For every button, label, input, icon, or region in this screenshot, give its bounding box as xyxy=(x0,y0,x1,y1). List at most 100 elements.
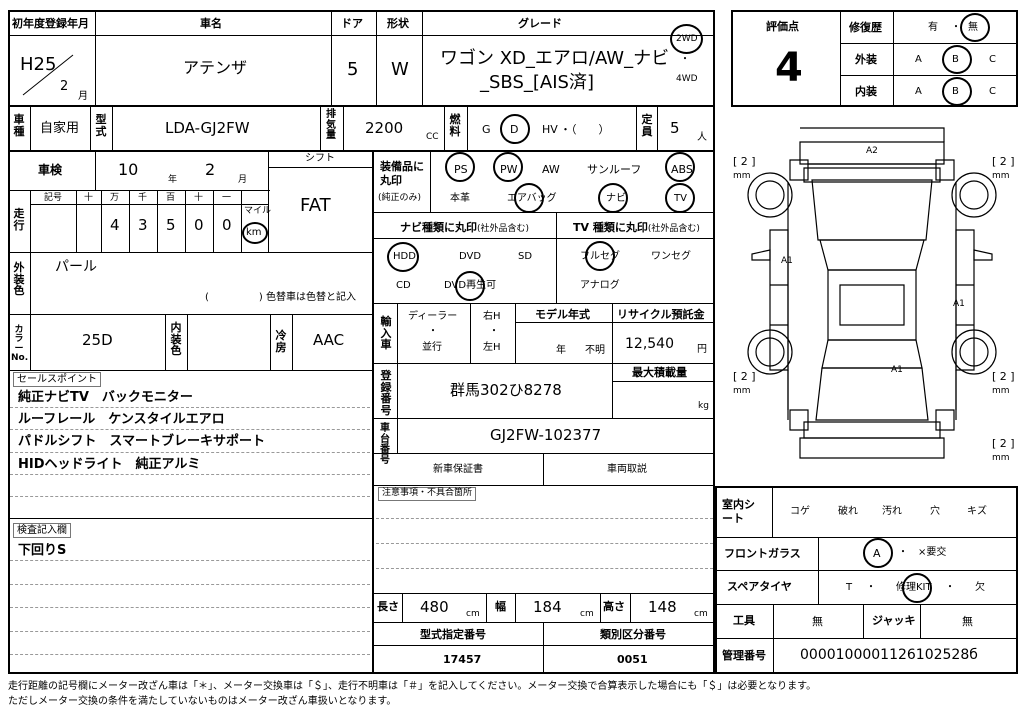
color-no-label: カラーNo. xyxy=(11,325,29,364)
inspection-year-unit: 年 xyxy=(168,175,178,185)
use-value: 自家用 xyxy=(40,121,80,136)
fuel-d-circle xyxy=(500,114,530,144)
fuel-other: ・（ ） xyxy=(560,123,610,136)
repair-dot: ・ xyxy=(951,22,961,33)
seat-label: 室内シート xyxy=(722,498,755,526)
tire-fr-value: [ 2 ] xyxy=(992,155,1015,168)
tire-rl-unit: mm xyxy=(733,386,751,396)
km-circle xyxy=(242,222,268,244)
height-label: 高さ xyxy=(603,600,625,613)
sales-line-1: ルーフレール ケンスタイルエアロ xyxy=(18,412,225,427)
tv-title: TV 種類に丸印(社外品含む) xyxy=(573,221,700,234)
fuel-hv: HV xyxy=(542,123,558,136)
digit-1: 3 xyxy=(138,216,148,234)
shift-value: FAT xyxy=(300,195,331,216)
import-right-h: 右H xyxy=(483,311,501,322)
tire-spare-unit: mm xyxy=(992,453,1010,463)
kg-unit: kg xyxy=(698,401,709,411)
ac-label: 冷房 xyxy=(275,329,287,354)
interior-label: 内装 xyxy=(855,85,877,98)
shape-label: 形状 xyxy=(387,17,409,30)
manual-label: 車両取説 xyxy=(607,464,647,475)
height-value: 148 xyxy=(648,598,677,616)
sales-line-2: パドルシフト スマートブレーキサポート xyxy=(18,434,266,449)
exterior-c: C xyxy=(989,54,996,65)
inspection-month: 2 xyxy=(205,160,216,179)
tv-analog: アナログ xyxy=(580,280,620,291)
spare-label: スペアタイヤ xyxy=(727,580,792,593)
main-sheet xyxy=(8,10,715,674)
mile-label: マイル xyxy=(244,206,272,216)
capacity-value: 5 xyxy=(670,119,680,137)
warranty-label: 新車保証書 xyxy=(433,464,483,475)
shift-label: シフト xyxy=(305,153,335,164)
equip-pw-circle xyxy=(493,152,523,182)
car-damage-diagram xyxy=(747,127,997,459)
tv-fullseg-circle xyxy=(585,241,615,271)
windshield-other: ・ ×要交 xyxy=(898,547,947,558)
mark-a1-left: A1 xyxy=(781,256,793,266)
spare-kit-circle xyxy=(902,573,932,603)
digit-label-2: 千 xyxy=(138,193,148,203)
recycle-value: 12,540 xyxy=(625,336,674,352)
import-dot-2: ・ xyxy=(489,326,499,337)
windshield-label: フロントガラス xyxy=(724,547,801,560)
equip-navi-circle xyxy=(598,183,628,213)
first-reg-era: H25 xyxy=(20,54,57,75)
interior-color-label: 内装色 xyxy=(170,321,182,358)
tv-oneseg: ワンセグ xyxy=(651,251,691,262)
equip-abs-circle xyxy=(665,152,695,182)
navi-sd: SD xyxy=(518,251,533,262)
tire-fl-unit: mm xyxy=(733,171,751,181)
fuel-label: 燃料 xyxy=(449,113,461,138)
tools-value: 無 xyxy=(812,615,823,628)
drive-4wd: 4WD xyxy=(676,74,698,84)
first-reg-label: 初年度登録年月 xyxy=(12,17,89,30)
spare-t: T xyxy=(846,582,853,593)
inspection-notes-line-0: 下回りS xyxy=(18,543,67,558)
tire-rr-unit: mm xyxy=(992,386,1010,396)
car-name: アテンザ xyxy=(183,58,248,77)
capacity-label: 定員 xyxy=(641,113,653,138)
length-unit: cm xyxy=(466,609,480,619)
shape-value: W xyxy=(391,59,409,80)
ext-color-value: パール xyxy=(55,259,97,275)
interior-box xyxy=(715,486,1018,674)
import-label: 輸入車 xyxy=(380,315,392,352)
navi-dvd-play-circle xyxy=(455,271,485,301)
import-dot: ・ xyxy=(428,326,438,337)
equipment-label-note: (純正のみ) xyxy=(378,193,422,203)
digit-label-5: 一 xyxy=(222,193,232,203)
equip-ps-circle xyxy=(445,152,475,182)
rating-box xyxy=(731,10,1018,107)
equip-aw: AW xyxy=(542,163,560,176)
length-label: 長さ xyxy=(377,600,399,613)
first-reg-month-unit: 月 xyxy=(78,91,88,102)
equip-leather: 本革 xyxy=(450,193,470,204)
height-unit: cm xyxy=(694,609,708,619)
class-no-label: 類別区分番号 xyxy=(600,628,666,641)
width-unit: cm xyxy=(580,609,594,619)
digit-0: 4 xyxy=(110,216,120,234)
date-slash xyxy=(22,54,74,96)
equip-tv-circle xyxy=(665,183,695,213)
inspection-label: 車検 xyxy=(38,163,63,177)
ac-value: AAC xyxy=(313,331,345,349)
digit-4: 0 xyxy=(222,216,232,234)
navi-dvd: DVD xyxy=(459,251,482,262)
import-dealer: ディーラー xyxy=(408,311,458,322)
import-parallel: 並行 xyxy=(422,342,442,353)
repair-label: 修復歴 xyxy=(849,21,882,34)
tire-fl-value: [ 2 ] xyxy=(733,155,756,168)
repair-yes: 有 xyxy=(928,22,938,33)
score-value: 4 xyxy=(775,45,803,91)
drive-2wd-circle xyxy=(670,24,703,54)
spare-dot-1: ・ xyxy=(866,582,876,593)
max-load-label: 最大積載量 xyxy=(632,366,687,379)
exterior-label: 外装 xyxy=(855,53,877,66)
jack-value: 無 xyxy=(962,615,973,628)
jack-label: ジャッキ xyxy=(872,614,916,627)
attention-label: 注意事項・不具合箇所 xyxy=(378,487,477,501)
width-value: 184 xyxy=(533,598,562,616)
import-left-h: 左H xyxy=(483,342,501,353)
